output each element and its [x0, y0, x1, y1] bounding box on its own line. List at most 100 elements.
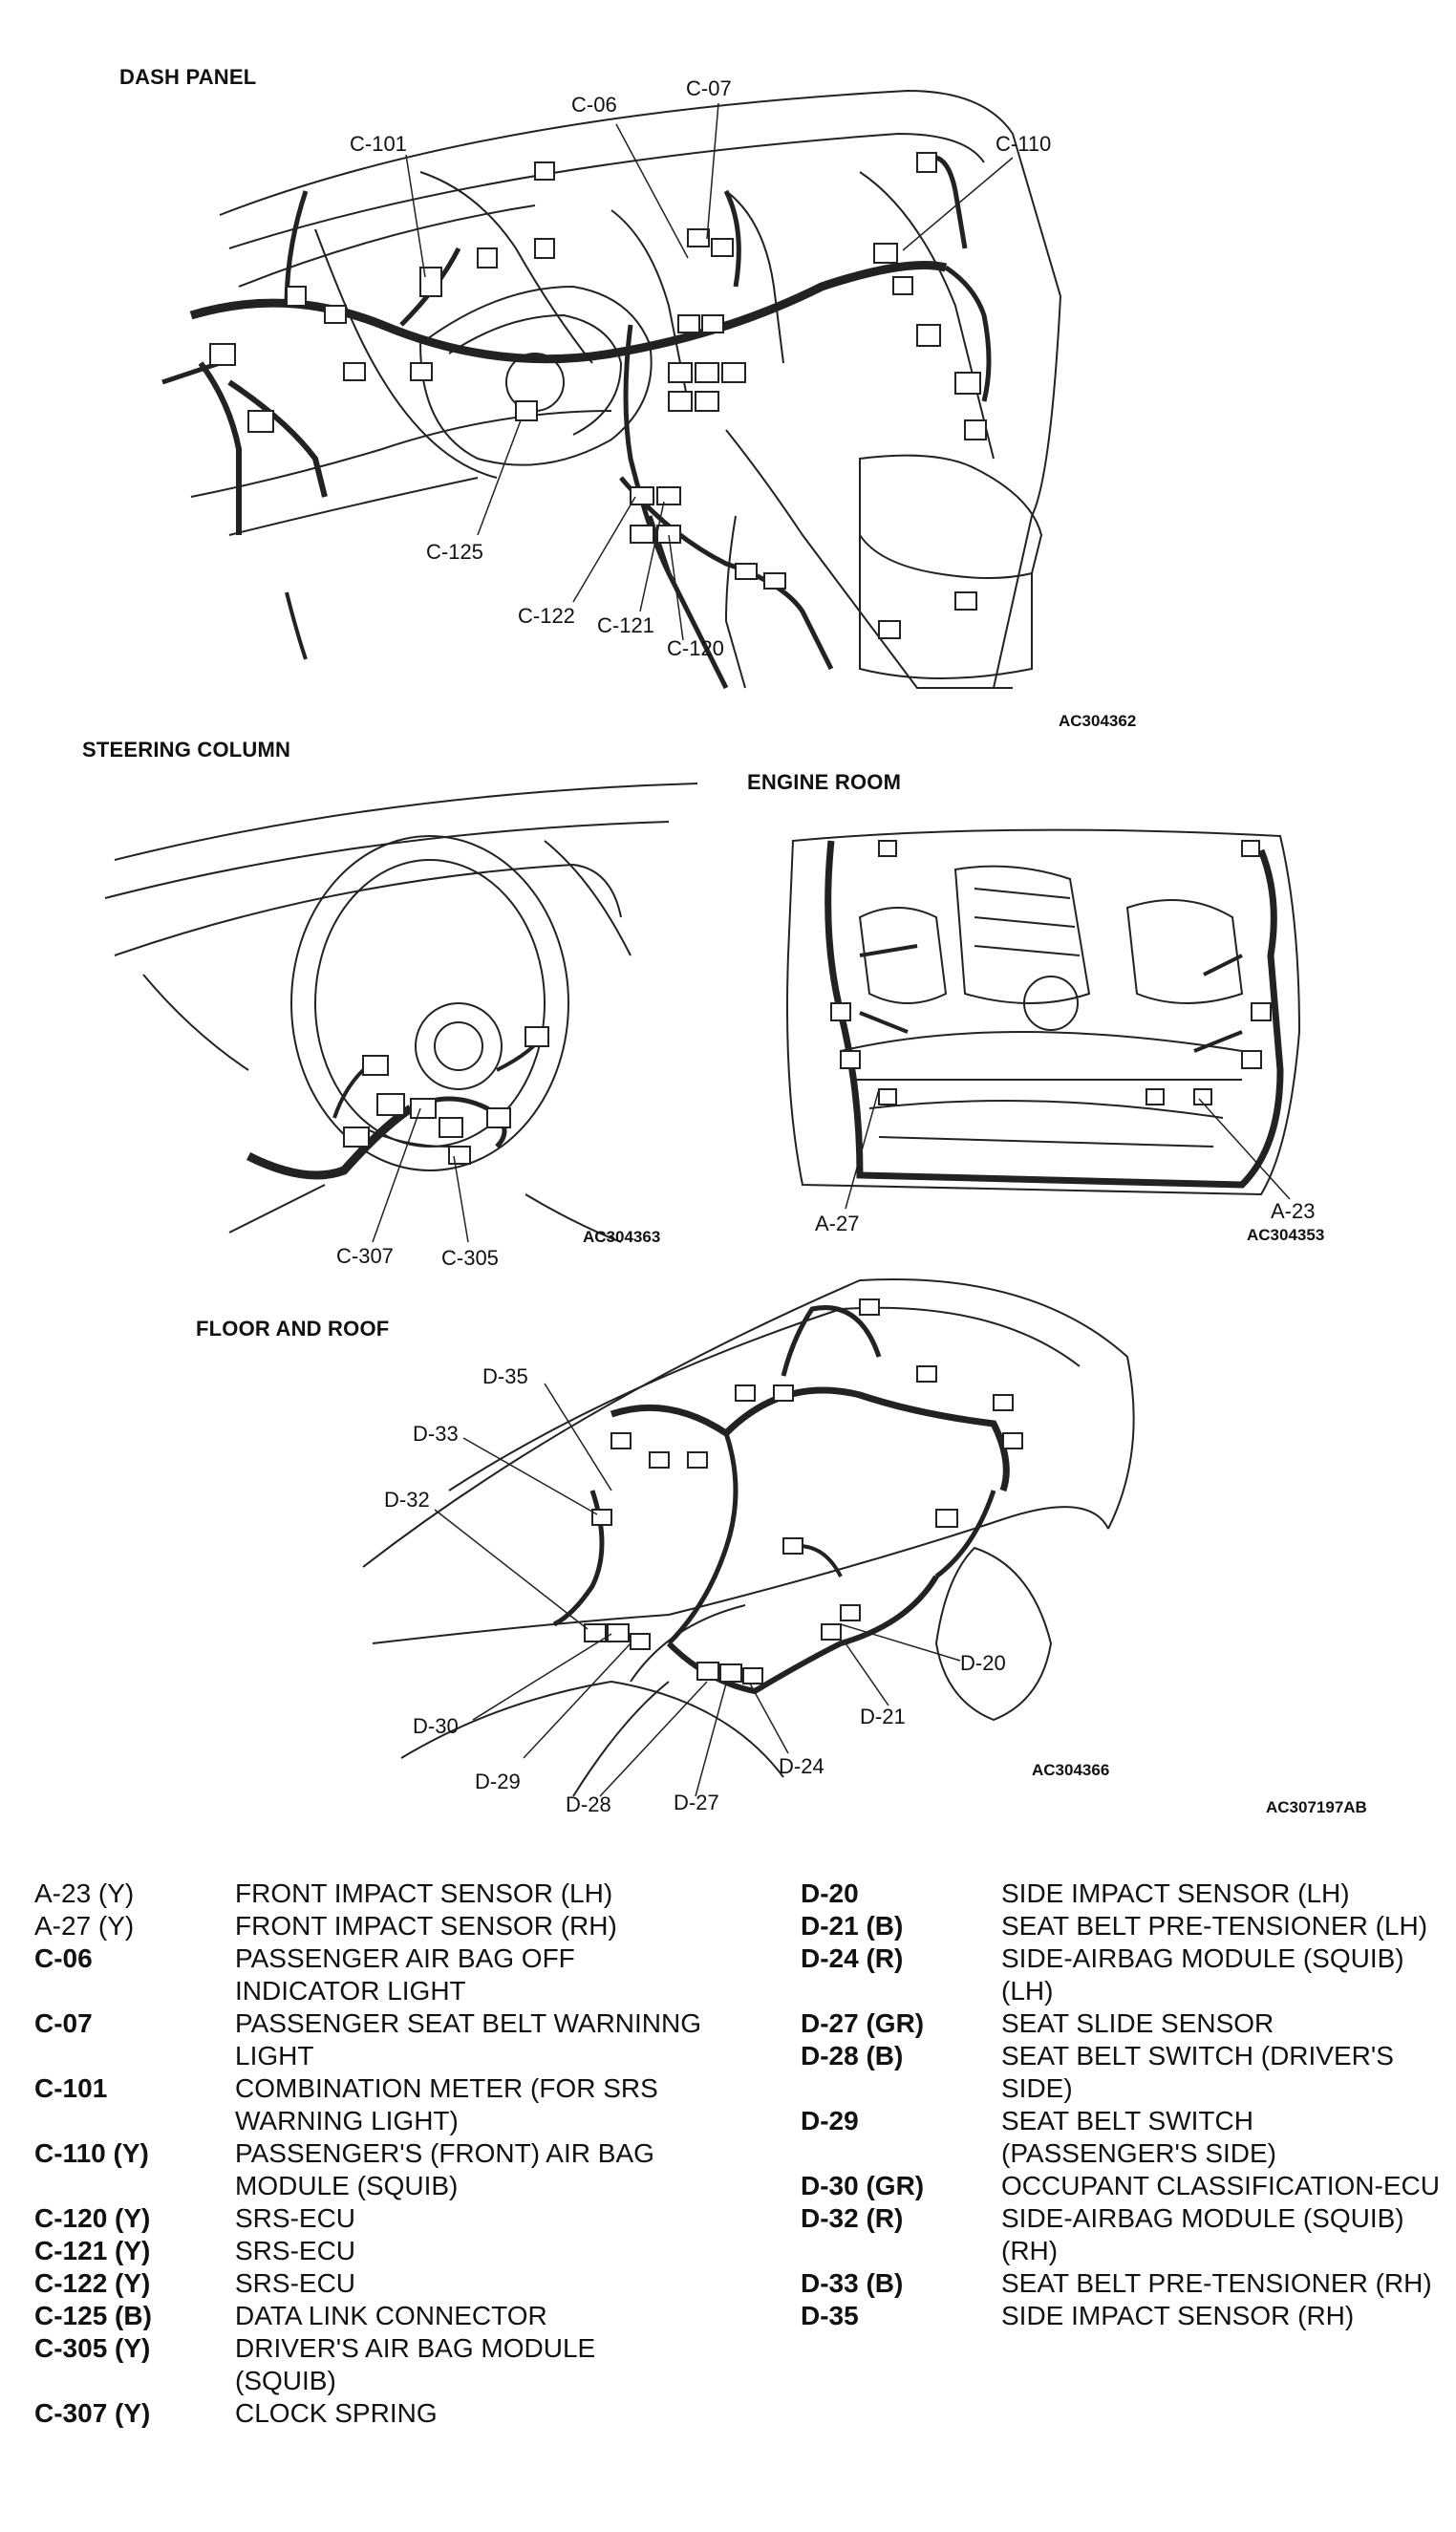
legend-row: D-30 (GR) OCCUPANT CLASSIFICATION-ECU	[801, 2170, 1450, 2202]
legend-row: D-35 SIDE IMPACT SENSOR (RH)	[801, 2300, 1450, 2332]
steering-column-drawing	[104, 783, 698, 1243]
legend-code: C-110 (Y)	[34, 2138, 149, 2168]
legend-desc: SIDE IMPACT SENSOR (RH)	[1001, 2301, 1355, 2330]
legend-row: C-125 (B) DATA LINK CONNECTOR	[34, 2300, 703, 2332]
legend-desc: DRIVER'S AIR BAG MODULE (SQUIB)	[235, 2333, 596, 2395]
legend-desc: CLOCK SPRING	[235, 2398, 438, 2428]
callout-d24: D-24	[779, 1754, 824, 1778]
legend-right: D-20 SIDE IMPACT SENSOR (LH) D-21 (B) SEAT…	[801, 1878, 1450, 2332]
legend-desc: SEAT BELT SWITCH (PASSENGER'S SIDE)	[1001, 2106, 1276, 2168]
legend-code: D-20	[801, 1878, 859, 1908]
legend-desc: SRS-ECU	[235, 2236, 356, 2265]
callout-c110: C-110	[996, 132, 1052, 156]
legend-code: C-120 (Y)	[34, 2203, 151, 2233]
legend-desc: DATA LINK CONNECTOR	[235, 2301, 547, 2330]
section-title-dash-panel: DASH PANEL	[119, 65, 257, 89]
callout-d21: D-21	[860, 1705, 906, 1728]
callout-d32: D-32	[384, 1488, 430, 1512]
legend-desc: SEAT BELT SWITCH (DRIVER'S SIDE)	[1001, 2041, 1394, 2103]
legend-code: D-30 (GR)	[801, 2171, 925, 2200]
legend-code: C-122 (Y)	[34, 2268, 151, 2298]
legend-code: D-33 (B)	[801, 2268, 904, 2298]
legend-desc: SEAT BELT PRE-TENSIONER (LH)	[1001, 1911, 1428, 1941]
callout-a23: A-23	[1271, 1199, 1316, 1223]
figure-code-engine: AC304353	[1247, 1226, 1325, 1244]
callout-c120: C-120	[667, 636, 724, 660]
legend-desc: SIDE-AIRBAG MODULE (SQUIB) (LH)	[1001, 1943, 1404, 2006]
wiring-diagram-drawings	[104, 89, 1301, 1797]
legend-desc: PASSENGER SEAT BELT WARNINNG LIGHT	[235, 2008, 702, 2071]
callout-d35: D-35	[482, 1364, 528, 1388]
legend-desc: PASSENGER'S (FRONT) AIR BAG MODULE (SQUI…	[235, 2138, 654, 2200]
legend-row: D-21 (B) SEAT BELT PRE-TENSIONER (LH)	[801, 1910, 1450, 1942]
dash-panel-drawing	[161, 89, 1062, 690]
legend-code: D-28 (B)	[801, 2041, 904, 2071]
legend-row: D-29 SEAT BELT SWITCH (PASSENGER'S SIDE)	[801, 2105, 1450, 2170]
legend-desc: FRONT IMPACT SENSOR (RH)	[235, 1911, 617, 1941]
legend-code: D-21 (B)	[801, 1911, 904, 1941]
legend-desc: SIDE IMPACT SENSOR (LH)	[1001, 1878, 1350, 1908]
legend-code: A-23 (Y)	[34, 1878, 135, 1908]
legend-code: D-24 (R)	[801, 1943, 904, 1973]
callout-d20: D-20	[960, 1651, 1006, 1675]
callout-d28: D-28	[566, 1792, 611, 1816]
legend-desc: COMBINATION METER (FOR SRS WARNING LIGHT…	[235, 2073, 658, 2135]
callout-a27: A-27	[815, 1212, 860, 1235]
section-title-engine-room: ENGINE ROOM	[747, 770, 902, 794]
legend-row: C-06 PASSENGER AIR BAG OFF INDICATOR LIGH…	[34, 1942, 703, 2007]
callout-d33: D-33	[413, 1422, 459, 1446]
callout-c101: C-101	[350, 132, 407, 156]
legend-row: D-28 (B) SEAT BELT SWITCH (DRIVER'S SIDE)	[801, 2040, 1450, 2105]
legend-left: A-23 (Y) FRONT IMPACT SENSOR (LH) A-27 (Y…	[34, 1878, 703, 2430]
section-title-floor-and-roof: FLOOR AND ROOF	[196, 1317, 390, 1341]
legend-code: C-307 (Y)	[34, 2398, 151, 2428]
legend-code: C-101	[34, 2073, 108, 2103]
legend-desc: SEAT SLIDE SENSOR	[1001, 2008, 1274, 2038]
legend-row: D-20 SIDE IMPACT SENSOR (LH)	[801, 1878, 1450, 1910]
legend-code: C-305 (Y)	[34, 2333, 151, 2363]
legend-code: D-32 (R)	[801, 2203, 904, 2233]
floor-and-roof-drawing	[362, 1278, 1135, 1797]
callout-c307: C-307	[336, 1244, 394, 1268]
legend-row: C-120 (Y) SRS-ECU	[34, 2202, 703, 2235]
callout-c121: C-121	[597, 613, 654, 637]
callout-c125: C-125	[426, 540, 483, 564]
callout-c305: C-305	[441, 1246, 499, 1270]
legend-row: C-121 (Y) SRS-ECU	[34, 2235, 703, 2267]
callout-d29: D-29	[475, 1770, 521, 1793]
legend-code: D-29	[801, 2106, 859, 2135]
legend-code: C-07	[34, 2008, 93, 2038]
callout-c122: C-122	[518, 604, 575, 628]
callout-d27: D-27	[674, 1791, 719, 1814]
legend-code: D-35	[801, 2301, 859, 2330]
legend-row: D-27 (GR) SEAT SLIDE SENSOR	[801, 2007, 1450, 2040]
legend-row: C-307 (Y) CLOCK SPRING	[34, 2397, 703, 2430]
legend-row: C-101 COMBINATION METER (FOR SRS WARNING …	[34, 2072, 703, 2137]
legend-row: C-122 (Y) SRS-ECU	[34, 2267, 703, 2300]
legend-code: C-06	[34, 1943, 93, 1973]
legend-code: C-121 (Y)	[34, 2236, 151, 2265]
legend-desc: PASSENGER AIR BAG OFF INDICATOR LIGHT	[235, 1943, 575, 2006]
legend-row: C-110 (Y) PASSENGER'S (FRONT) AIR BAG MOD…	[34, 2137, 703, 2202]
figure-code-floor: AC304366	[1032, 1761, 1110, 1779]
legend-row: A-27 (Y) FRONT IMPACT SENSOR (RH)	[34, 1910, 703, 1942]
legend-desc: SIDE-AIRBAG MODULE (SQUIB) (RH)	[1001, 2203, 1404, 2265]
callout-c06: C-06	[571, 93, 617, 117]
callout-d30: D-30	[413, 1714, 459, 1738]
legend-desc: SRS-ECU	[235, 2203, 356, 2233]
section-title-steering-column: STEERING COLUMN	[82, 738, 291, 762]
legend-desc: OCCUPANT CLASSIFICATION-ECU	[1001, 2171, 1440, 2200]
legend-row: A-23 (Y) FRONT IMPACT SENSOR (LH)	[34, 1878, 703, 1910]
engine-room-drawing	[786, 828, 1301, 1210]
figure-code-overall: AC307197AB	[1266, 1798, 1367, 1816]
legend-row: D-33 (B) SEAT BELT PRE-TENSIONER (RH)	[801, 2267, 1450, 2300]
legend-code: C-125 (B)	[34, 2301, 152, 2330]
legend-row: C-07 PASSENGER SEAT BELT WARNINNG LIGHT	[34, 2007, 703, 2072]
legend-row: C-305 (Y) DRIVER'S AIR BAG MODULE (SQUIB)	[34, 2332, 703, 2397]
legend-desc: FRONT IMPACT SENSOR (LH)	[235, 1878, 613, 1908]
legend-code: A-27 (Y)	[34, 1911, 135, 1941]
legend-desc: SEAT BELT PRE-TENSIONER (RH)	[1001, 2268, 1432, 2298]
legend-desc: SRS-ECU	[235, 2268, 356, 2298]
legend-code: D-27 (GR)	[801, 2008, 925, 2038]
callout-c07: C-07	[686, 76, 732, 100]
